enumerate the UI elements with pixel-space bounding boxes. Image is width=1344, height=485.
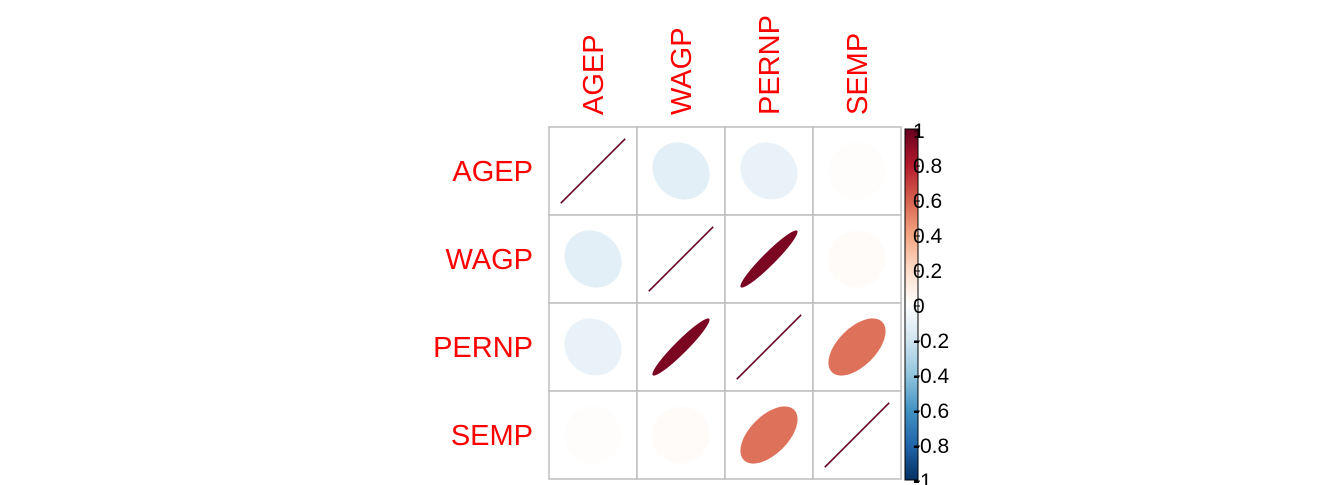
colorbar: 1 0.8 0.6 0.4 0.2 0 -0.2 -0.4 -0.6 -0.8 -1	[904, 120, 950, 485]
correlation-mark	[740, 230, 798, 288]
column-label: AGEP	[578, 34, 610, 115]
colorbar-tick-label: -1	[913, 470, 932, 485]
colorbar-tick-label: -0.4	[913, 365, 950, 388]
correlation-mark	[652, 406, 710, 464]
correlation-mark	[740, 406, 798, 464]
correlation-mark	[736, 314, 802, 380]
correlation-mark	[828, 318, 886, 376]
row-label: WAGP	[445, 244, 533, 276]
colorbar-tick-label: -0.6	[913, 400, 949, 423]
grid-cell	[812, 214, 902, 304]
colorbar-tick-label: 0.4	[913, 225, 943, 248]
colorbar-tick-label: 1	[913, 120, 925, 143]
column-label: SEMP	[842, 33, 874, 115]
colorbar-tick-label: 0.8	[913, 155, 942, 178]
correlation-mark	[564, 230, 622, 288]
correlation-mark	[652, 318, 710, 376]
colorbar-tick-label: -0.8	[913, 435, 949, 458]
correlation-mark	[564, 406, 622, 464]
ellipse-layer	[560, 138, 890, 468]
colorbar-rect	[904, 128, 919, 481]
colorbar-tick-label: 0.2	[913, 260, 942, 283]
correlation-mark	[740, 142, 798, 200]
row-label: PERNP	[433, 332, 533, 364]
colorbar-tick-label: 0.6	[913, 190, 942, 213]
colorbar-tick-label: 0	[913, 295, 925, 318]
row-label: SEMP	[451, 420, 533, 452]
label-layer: AGEP WAGP PERNP SEMP AGEP WAGP PERNP SEMP	[433, 15, 874, 452]
column-label: PERNP	[754, 15, 786, 115]
grid-cell	[636, 390, 726, 480]
correlation-mark	[824, 402, 890, 468]
colorbar-tick-label: -0.2	[913, 330, 949, 353]
correlation-mark	[828, 230, 886, 288]
correlation-mark	[652, 142, 710, 200]
correlation-mark	[560, 138, 626, 204]
correlation-mark	[648, 226, 714, 292]
correlation-mark	[564, 318, 622, 376]
column-label: WAGP	[666, 27, 698, 115]
correlation-mark	[828, 142, 886, 200]
row-label: AGEP	[452, 156, 533, 188]
